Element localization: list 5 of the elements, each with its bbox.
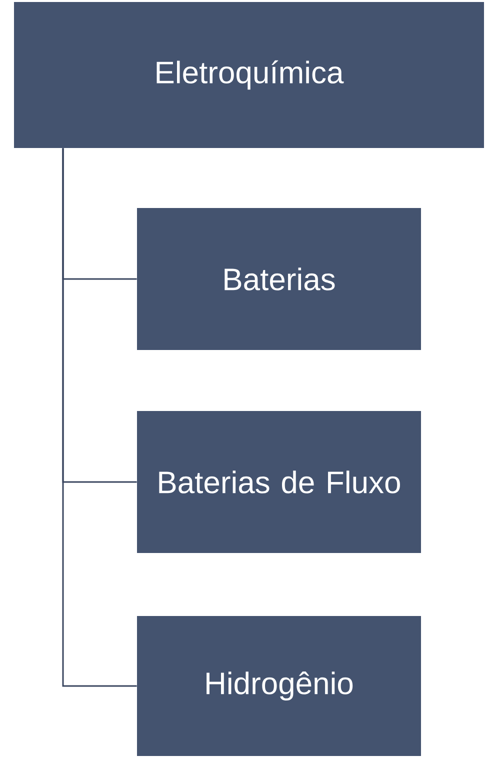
process-box: Eletroquímica (14, 2, 484, 148)
process-box: Baterias de Fluxo (137, 411, 421, 553)
connector-line (62, 148, 137, 687)
process-box: Hidrogênio (137, 616, 421, 756)
process-box: Baterias (137, 208, 421, 350)
